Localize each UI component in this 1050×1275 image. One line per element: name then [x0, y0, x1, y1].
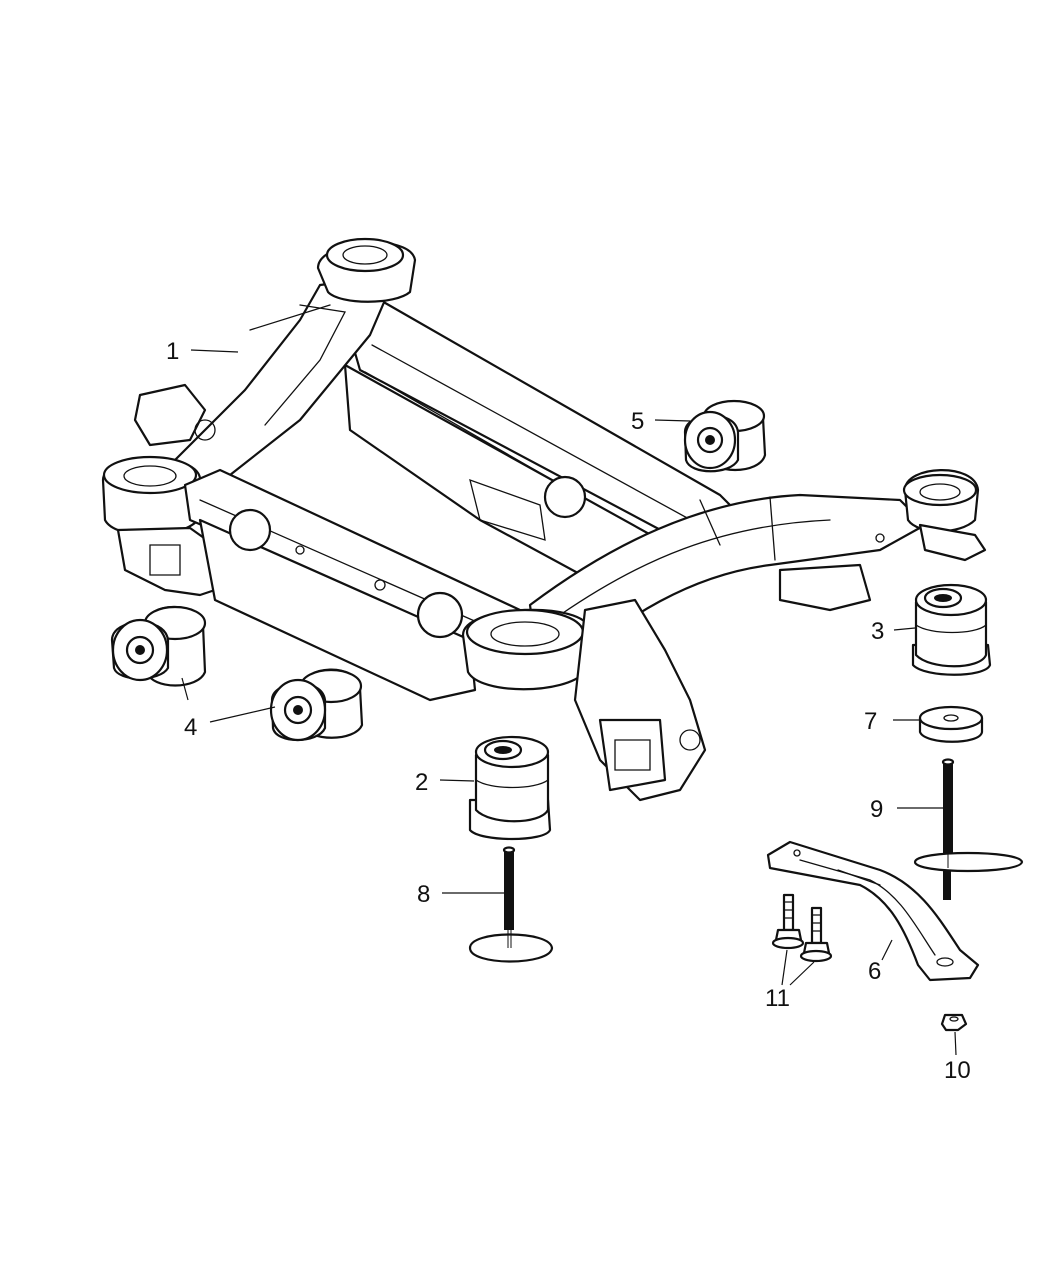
callout-11: 11	[765, 985, 790, 1012]
callout-6: 6	[868, 958, 881, 985]
bushing-part-4-b	[269, 668, 364, 742]
callout-8: 8	[417, 881, 430, 908]
bolt-part-8	[468, 846, 554, 963]
bushing-part-5	[683, 399, 767, 473]
bolt-part-9	[913, 758, 1024, 900]
leader-2	[439, 779, 475, 782]
bolt-part-11-b	[799, 906, 833, 963]
washer-part-7	[918, 705, 984, 743]
callout-7: 7	[864, 708, 877, 735]
bushing-part-2	[468, 735, 552, 841]
leader-5	[654, 419, 691, 422]
bushing-part-4-a	[110, 605, 207, 687]
bracket-part-6	[766, 840, 980, 982]
bolt-part-11-a	[771, 893, 805, 950]
leader-3	[893, 627, 916, 631]
callout-4: 4	[184, 714, 197, 741]
leader-10	[954, 1031, 957, 1056]
callout-2: 2	[415, 769, 428, 796]
crossmember-assembly	[101, 237, 987, 802]
nut-part-10	[940, 1013, 968, 1032]
bushing-part-3	[911, 583, 992, 676]
leader-lines	[181, 349, 957, 1056]
callout-5: 5	[631, 408, 644, 435]
callout-labels: 1 5 4 2 3 7 9 8 6 11 10	[166, 338, 971, 1084]
callout-3: 3	[871, 618, 884, 645]
callout-1: 1	[166, 338, 179, 365]
leader-11b	[789, 961, 815, 986]
leader-4b	[209, 706, 276, 723]
leader-1	[190, 349, 239, 353]
callout-10: 10	[944, 1057, 971, 1084]
leader-11a	[781, 949, 788, 986]
callout-9: 9	[870, 796, 883, 823]
leader-6	[881, 939, 893, 961]
leader-4a	[181, 677, 189, 701]
